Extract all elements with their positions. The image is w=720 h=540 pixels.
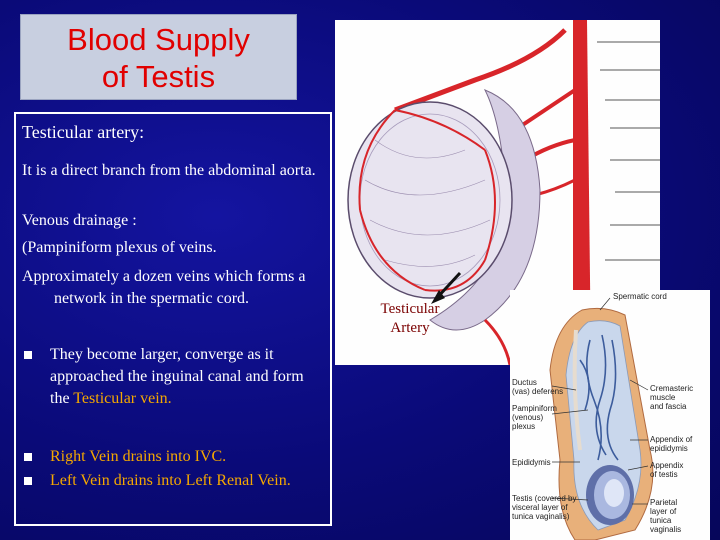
bullet-left-vein: Left Vein drains into Left Renal Vein. [24, 470, 320, 492]
label-appendix-epididymis-line-1: Appendix of [650, 435, 693, 444]
heading: Testicular artery: [22, 122, 145, 142]
bullet-marker [24, 351, 32, 359]
label-appendix-epididymis: Appendix of epididymis [650, 435, 692, 453]
label-pampiniform-line-2: (venous) [512, 413, 544, 422]
label-cremasteric-muscle: Cremasteric muscle and fascia [650, 384, 693, 411]
label-appendix-epididymis-line-2: epididymis [650, 444, 688, 453]
label-appendix-testis-line-1: Appendix [650, 461, 684, 470]
spermatic-cord-illustration [549, 297, 654, 540]
label-cremasteric-line-3: and fascia [650, 402, 687, 411]
artery-illustration [347, 20, 660, 365]
callout-line-2: Artery [390, 320, 430, 336]
label-testis-line-3: tunica vaginalis) [512, 512, 570, 521]
paragraph-aorta: It is a direct branch from the abdominal… [22, 162, 316, 179]
spermatic-cord-diagram: Spermatic cord Ductus (vas) deferens Pam… [510, 290, 710, 540]
bullet-converge-text: They become larger, converge as it appro… [50, 346, 304, 407]
testicular-artery-diagram [335, 20, 660, 365]
paragraph-venous-drainage: Venous drainage : [22, 212, 137, 229]
label-cremasteric-line-1: Cremasteric [650, 384, 694, 393]
paragraph-pampiniform: (Pampiniform plexus of veins. [22, 239, 217, 256]
bullet-left-vein-text: Left Vein drains into Left Renal Vein. [50, 472, 291, 489]
label-cremasteric-line-2: muscle [650, 393, 676, 402]
bullet-right-vein: Right Vein drains into IVC. [24, 446, 320, 468]
label-appendix-testis-line-2: of testis [650, 470, 678, 479]
bullet-right-vein-text: Right Vein drains into IVC. [50, 448, 227, 465]
label-ductus-deferens: Ductus (vas) deferens [512, 378, 563, 396]
label-testis: Testis (covered by visceral layer of tun… [512, 494, 576, 521]
label-ductus-line-1: Ductus [512, 378, 537, 387]
bullet-converge: They become larger, converge as it appro… [24, 344, 320, 410]
title-line-2: of Testis [101, 59, 216, 94]
bullet-testicular-vein: Testicular vein. [73, 390, 172, 407]
label-epididymis: Epididymis [512, 458, 551, 467]
title-line-1: Blood Supply [67, 22, 250, 57]
testicular-artery-callout: Testicular Artery [350, 300, 470, 338]
label-spermatic-cord: Spermatic cord [613, 292, 667, 301]
label-parietal-line-3: tunica [650, 516, 672, 525]
title-box: Blood Supply of Testis [20, 14, 297, 100]
label-testis-line-1: Testis (covered by [512, 494, 577, 503]
label-parietal-line-4: vaginalis [650, 525, 682, 534]
callout-line-1: Testicular [380, 301, 440, 317]
content-box: Testicular artery: It is a direct branch… [14, 112, 332, 526]
label-parietal-line-2: layer of [650, 507, 677, 516]
label-appendix-testis: Appendix of testis [650, 461, 683, 479]
label-testis-line-2: visceral layer of [512, 503, 568, 512]
label-parietal-line-1: Parietal [650, 498, 678, 507]
label-pampiniform-plexus: Pampiniform (venous) plexus [512, 404, 557, 431]
label-pampiniform-line-3: plexus [512, 422, 536, 431]
bullet-marker [24, 453, 32, 461]
paragraph-dozen-veins: Approximately a dozen veins which forms … [22, 268, 306, 307]
label-parietal-layer: Parietal layer of tunica vaginalis [650, 498, 681, 534]
label-pampiniform-line-1: Pampiniform [512, 404, 557, 413]
bullet-marker [24, 477, 32, 485]
label-ductus-line-2: (vas) deferens [512, 387, 564, 396]
